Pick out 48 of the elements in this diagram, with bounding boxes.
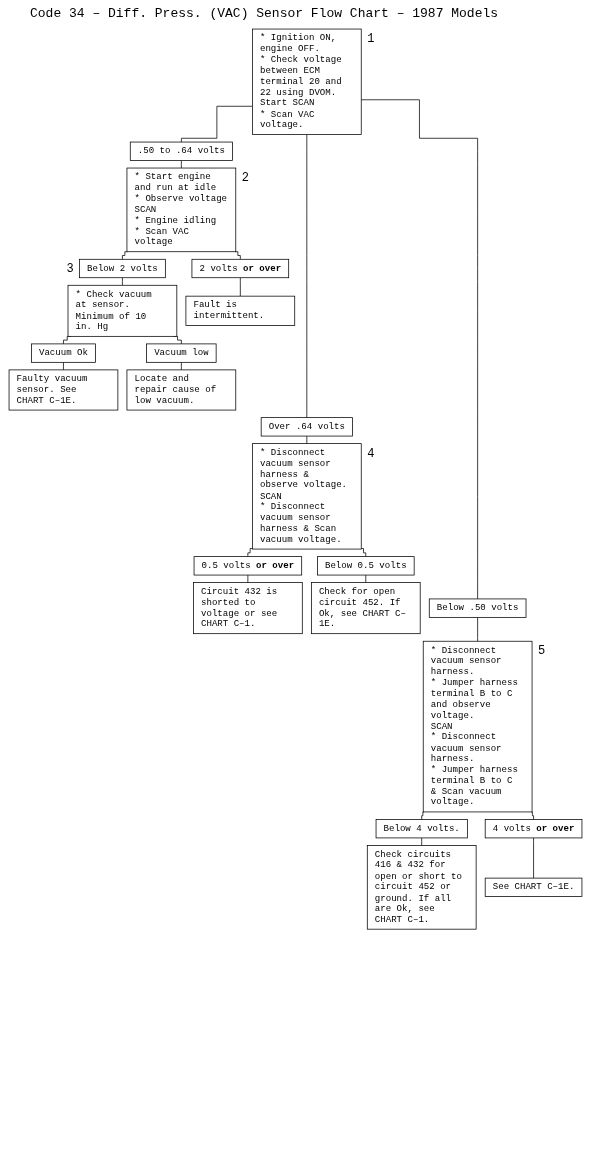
node-box: 2 volts or over — [191, 258, 290, 279]
connector — [365, 574, 367, 583]
node-box: .50 to .64 volts — [129, 141, 233, 161]
connector — [235, 251, 241, 260]
step-number: 3 — [66, 262, 74, 277]
connector — [360, 548, 367, 557]
connector — [533, 837, 534, 879]
node-box: Fault is intermittent. — [185, 295, 296, 326]
connector — [421, 837, 423, 846]
node-box: Faulty vacuum sensor. See CHART C–1E. — [8, 369, 119, 411]
node-box: Check for open circuit 452. If Ok, see CHART C–1E. — [311, 582, 421, 635]
step-number: 2 — [241, 171, 249, 186]
connector — [306, 435, 308, 444]
node-box: Locate and repair cause of low vacuum. — [126, 369, 237, 411]
connector — [247, 548, 253, 557]
node-box: 0.5 volts or over — [193, 556, 303, 576]
node-box: * Check vacuum at sensor. Minimum of 10 in. Hg — [67, 284, 178, 337]
node-box: Below 2 volts — [79, 258, 166, 279]
step-number: 4 — [367, 446, 375, 461]
step-number: 5 — [538, 644, 546, 659]
node-box: Below 4 volts. — [375, 819, 468, 839]
node-box: Below 0.5 volts — [317, 556, 415, 576]
connector — [477, 617, 478, 642]
node-box: Vacuum low — [146, 343, 217, 363]
connector — [421, 811, 425, 820]
node-box: * Disconnect vacuum sensor harness & observe voltage. SCAN * Disconnect vacuum sensor harness & Scan vacuum voltage. — [252, 443, 362, 550]
connector — [181, 160, 182, 169]
connector — [63, 361, 64, 371]
node-box: * Disconnect vacuum sensor harness. * Jumper harness terminal B to C and observe voltage. SCAN * Disconnect vacuum sensor harness. * Jumper harness terminal B to C & Scan vacuum voltage. — [422, 640, 533, 813]
connector — [306, 134, 308, 418]
node-box: Vacuum Ok — [31, 343, 96, 363]
connector — [181, 361, 182, 371]
chart-title: Code 34 – Diff. Press. (VAC) Sensor Flow Chart – 1987 Models — [29, 5, 500, 23]
connector — [122, 277, 123, 286]
node-box: See CHART C–1E. — [484, 877, 583, 897]
node-box: * Start engine and run at idle * Observe voltage SCAN * Engine idling * Scan VAC voltage — [126, 167, 237, 253]
node-box: * Ignition ON, engine OFF. * Check voltage between ECM terminal 20 and 22 using DVOM. Start SCAN * Scan VAC voltage. — [252, 28, 362, 135]
connector — [239, 277, 241, 297]
connector — [247, 574, 249, 583]
node-box: 4 volts or over — [484, 819, 583, 839]
connector — [360, 99, 478, 600]
step-number: 1 — [367, 32, 375, 47]
node-box: Below .50 volts — [428, 598, 527, 618]
connector — [122, 251, 128, 260]
node-box: Check circuits 416 & 432 for open or short to circuit 452 or ground. If all are Ok, see CHART C–1. — [366, 845, 477, 930]
node-box: Over .64 volts — [260, 417, 353, 437]
connector — [181, 105, 253, 143]
node-box: Circuit 432 is shorted to voltage or see CHART C–1. — [193, 582, 303, 635]
